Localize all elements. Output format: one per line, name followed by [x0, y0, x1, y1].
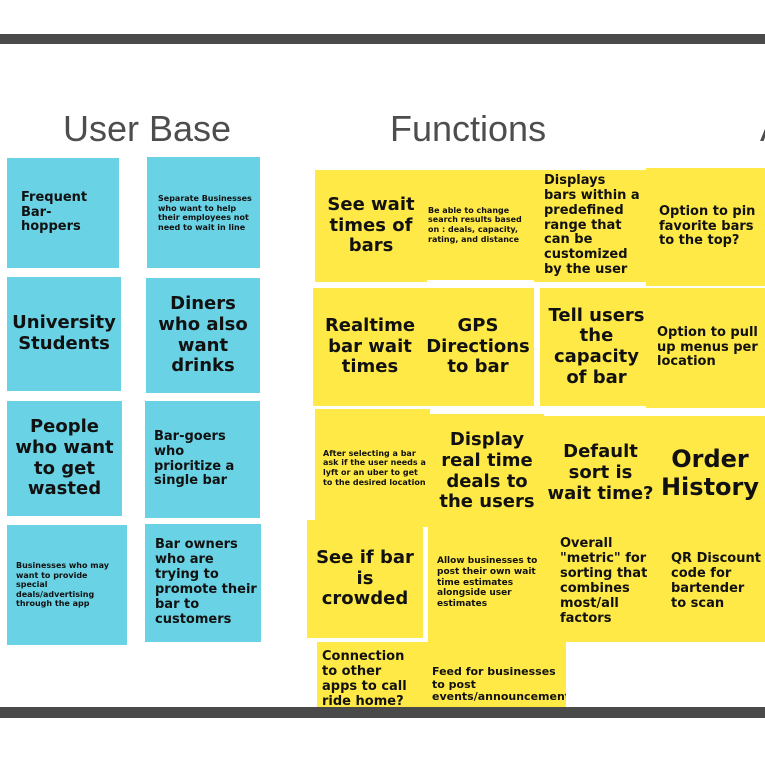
bottom-frame-bar [0, 707, 765, 718]
function-note[interactable]: Option to pin favorite bars to the top? [646, 168, 765, 286]
user-note[interactable]: Bar owners who are trying to promote the… [145, 524, 261, 642]
functions-heading: Functions [390, 108, 547, 149]
user-note[interactable]: Businesses who may want to provide speci… [7, 525, 127, 645]
user-note[interactable]: Diners who also want drinks [146, 278, 260, 393]
function-note[interactable]: GPS Directions to bar [422, 288, 534, 406]
function-note[interactable]: Option to pull up menus per location [646, 288, 765, 408]
function-note[interactable]: Overall "metric" for sorting that combin… [544, 522, 654, 642]
function-note[interactable]: Feed for businesses to post events/annou… [424, 642, 566, 707]
function-note[interactable]: Default sort is wait time? [543, 416, 658, 531]
user-note[interactable]: People who want to get wasted [7, 401, 122, 516]
user-note[interactable]: Separate Businesses who want to help the… [147, 157, 260, 268]
top-frame-bar [0, 34, 765, 44]
function-note[interactable]: Tell users the capacity of bar [540, 288, 653, 406]
function-note[interactable]: Realtime bar wait times [313, 288, 427, 406]
function-note[interactable]: QR Discount code for bartender to scan [654, 522, 765, 642]
user-note[interactable]: Frequent Bar-hoppers [7, 158, 119, 268]
function-note[interactable]: Display real time deals to the users [430, 414, 544, 529]
user-note[interactable]: Bar-goers who prioritize a single bar [145, 401, 260, 518]
function-note[interactable]: Connection to other apps to call ride ho… [317, 642, 424, 707]
function-note[interactable]: See if bar is crowded [307, 520, 423, 638]
user-base-heading: User Base [63, 108, 232, 149]
partial-heading: A [760, 108, 765, 150]
slide-canvas: User Base Functions A Frequent Bar-hoppe… [0, 44, 765, 707]
function-note[interactable]: Displays bars within a predefined range … [534, 170, 646, 282]
function-note[interactable]: Be able to change search results based o… [420, 170, 534, 280]
user-note[interactable]: University Students [7, 277, 121, 391]
function-note[interactable]: After selecting a bar ask if the user ne… [315, 409, 430, 527]
function-note[interactable]: Order History [655, 416, 765, 531]
function-note[interactable]: See wait times of bars [315, 170, 427, 282]
function-note[interactable]: Allow businesses to post their own wait … [428, 522, 544, 644]
